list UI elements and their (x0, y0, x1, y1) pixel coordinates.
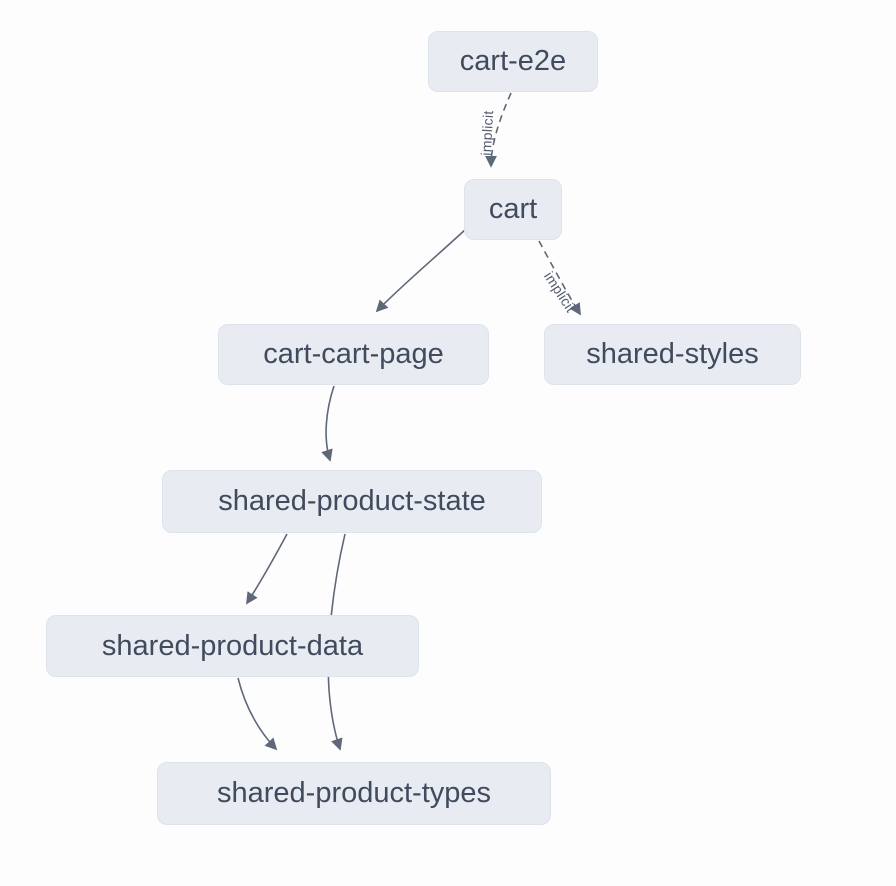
edge-shared-product-state-to-shared-product-data (246, 533, 288, 605)
edge-shared-product-data-to-shared-product-types (237, 677, 278, 751)
node-cart[interactable]: cart (464, 179, 562, 240)
edge-cart-to-cart-cart-page (375, 228, 467, 313)
node-cart-cart-page[interactable]: cart-cart-page (218, 324, 489, 385)
node-shared-product-state[interactable]: shared-product-state (162, 470, 542, 533)
edge-cart-to-shared-styles (538, 240, 581, 316)
node-shared-product-data[interactable]: shared-product-data (46, 615, 419, 677)
node-cart-e2e[interactable]: cart-e2e (428, 31, 598, 92)
node-shared-product-types[interactable]: shared-product-types (157, 762, 551, 825)
edge-cart-cart-page-to-shared-product-state (321, 385, 335, 462)
node-shared-styles[interactable]: shared-styles (544, 324, 801, 385)
edge-cart-e2e-to-cart (485, 92, 512, 168)
